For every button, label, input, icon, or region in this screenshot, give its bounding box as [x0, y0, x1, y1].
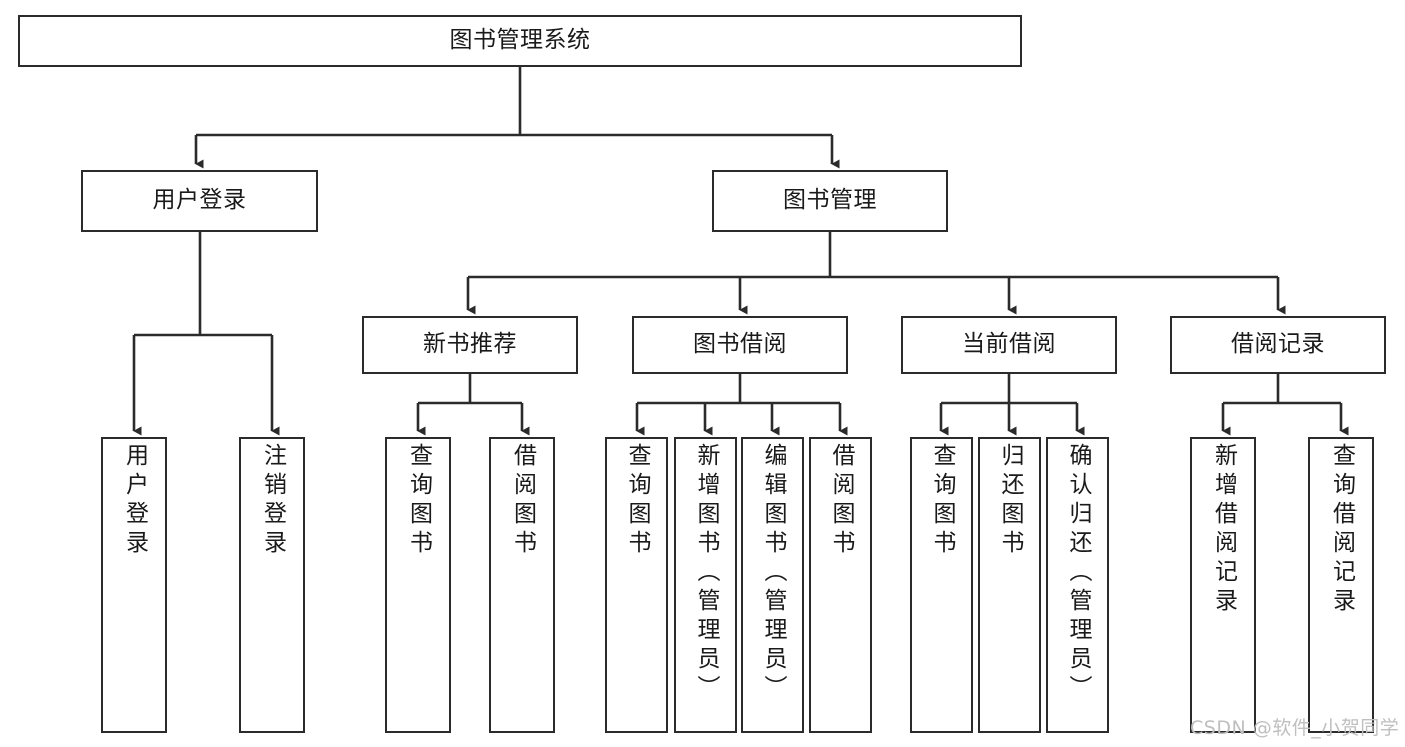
node-book-borrow-label: 图书借阅: [693, 331, 787, 358]
node-book-borrow[interactable]: 图书借阅: [632, 316, 848, 374]
node-book-manage[interactable]: 图书管理: [712, 170, 948, 232]
node-user-login-label: 用户登录: [152, 187, 247, 214]
leaf-query-record-label: 查询借阅记录: [1328, 443, 1355, 617]
leaf-borrow-book-2[interactable]: 借阅图书: [809, 437, 872, 733]
leaf-query-book-3-label: 查询图书: [929, 443, 955, 559]
leaf-query-book-2[interactable]: 查询图书: [605, 437, 668, 733]
leaf-query-record[interactable]: 查询借阅记录: [1308, 437, 1374, 733]
leaf-query-book-3[interactable]: 查询图书: [910, 437, 973, 733]
node-current-borrow-label: 当前借阅: [962, 331, 1056, 358]
leaf-user-login-label: 用户登录: [121, 443, 148, 559]
leaf-query-book-2-label: 查询图书: [624, 443, 650, 559]
node-borrow-record[interactable]: 借阅记录: [1170, 316, 1386, 374]
node-root-label: 图书管理系统: [449, 27, 591, 54]
leaf-return-book[interactable]: 归还图书: [978, 437, 1041, 733]
leaf-confirm-return-label: 确认归还（管理员）: [1065, 443, 1091, 704]
leaf-query-book-1[interactable]: 查询图书: [385, 437, 451, 733]
leaf-user-login[interactable]: 用户登录: [101, 437, 167, 733]
leaf-query-book-1-label: 查询图书: [405, 443, 432, 559]
leaf-add-record-label: 新增借阅记录: [1210, 443, 1237, 617]
node-user-login[interactable]: 用户登录: [81, 170, 318, 232]
leaf-borrow-book-1[interactable]: 借阅图书: [489, 437, 555, 733]
leaf-logout-label: 注销登录: [259, 443, 286, 559]
node-new-book-rec[interactable]: 新书推荐: [362, 316, 578, 374]
node-borrow-record-label: 借阅记录: [1231, 331, 1325, 358]
leaf-edit-book-label: 编辑图书（管理员）: [760, 443, 786, 704]
leaf-confirm-return[interactable]: 确认归还（管理员）: [1046, 437, 1109, 733]
watermark: CSDN @软件_小贺同学: [1190, 717, 1400, 739]
leaf-return-book-label: 归还图书: [997, 443, 1023, 559]
leaf-borrow-book-1-label: 借阅图书: [509, 443, 536, 559]
leaf-logout[interactable]: 注销登录: [239, 437, 305, 733]
leaf-add-record[interactable]: 新增借阅记录: [1190, 437, 1256, 733]
leaf-edit-book[interactable]: 编辑图书（管理员）: [741, 437, 804, 733]
leaf-add-book-label: 新增图书（管理员）: [693, 443, 719, 704]
leaf-borrow-book-2-label: 借阅图书: [828, 443, 854, 559]
node-book-manage-label: 图书管理: [783, 187, 877, 214]
node-root[interactable]: 图书管理系统: [18, 15, 1022, 67]
node-current-borrow[interactable]: 当前借阅: [901, 316, 1117, 374]
leaf-add-book[interactable]: 新增图书（管理员）: [674, 437, 737, 733]
node-new-book-rec-label: 新书推荐: [423, 331, 517, 358]
